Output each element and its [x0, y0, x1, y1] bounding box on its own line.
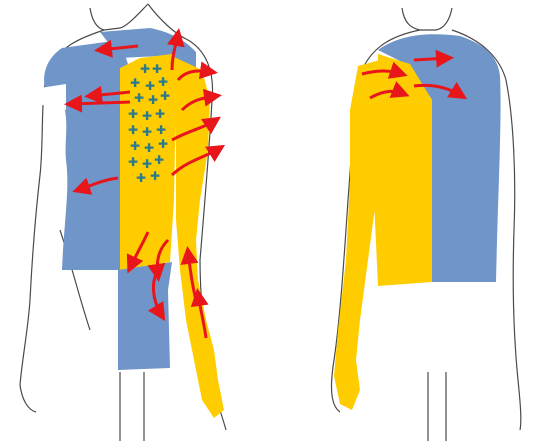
svg-text:✚: ✚	[158, 75, 168, 89]
yellow-arm-back	[334, 60, 382, 410]
svg-text:✚: ✚	[140, 62, 150, 76]
svg-text:✚: ✚	[158, 137, 168, 151]
svg-text:✚: ✚	[148, 93, 158, 107]
svg-text:✚: ✚	[156, 123, 166, 137]
blue-chest-region	[44, 40, 130, 270]
svg-text:✚: ✚	[142, 109, 152, 123]
arrow-chest-2	[70, 102, 130, 104]
svg-text:✚: ✚	[145, 79, 155, 93]
svg-text:✚: ✚	[144, 141, 154, 155]
svg-text:✚: ✚	[136, 171, 146, 185]
front-figure: ✚✚ ✚✚✚ ✚✚✚ ✚✚✚ ✚✚✚ ✚✚✚ ✚✚✚ ✚✚	[20, 4, 226, 441]
svg-text:✚: ✚	[160, 89, 170, 103]
back-figure	[332, 8, 521, 441]
svg-text:✚: ✚	[128, 123, 138, 137]
svg-text:✚: ✚	[155, 107, 165, 121]
svg-text:✚: ✚	[154, 153, 164, 167]
svg-text:✚: ✚	[152, 62, 162, 76]
svg-text:✚: ✚	[142, 125, 152, 139]
chest-notch	[38, 84, 66, 110]
svg-text:✚: ✚	[128, 107, 138, 121]
svg-text:✚: ✚	[150, 169, 160, 183]
blue-lower-flank	[118, 262, 172, 370]
svg-text:✚: ✚	[128, 155, 138, 169]
arrow-back-top	[414, 58, 448, 60]
svg-text:✚: ✚	[130, 76, 140, 90]
svg-text:✚: ✚	[130, 139, 140, 153]
yellow-arm	[172, 56, 224, 418]
yellow-back-strip	[374, 54, 432, 286]
svg-text:✚: ✚	[134, 91, 144, 105]
